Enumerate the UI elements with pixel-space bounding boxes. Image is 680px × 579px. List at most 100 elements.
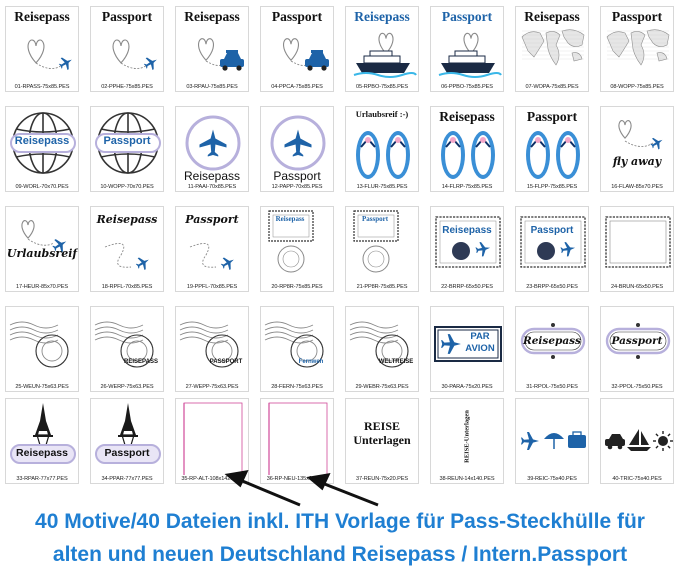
stamp-icon — [268, 210, 314, 273]
par-avion-label — [434, 326, 502, 362]
motif-title: REISEPASS — [124, 359, 158, 365]
motif-tile[interactable]: Passport 21-PP8R-75x85.PES — [345, 206, 419, 292]
motif-title: Passport — [361, 215, 389, 223]
postmark-icon — [179, 321, 239, 368]
motif-preview — [618, 120, 663, 150]
stamp-icon — [520, 216, 586, 268]
motif-tile[interactable]: 40-TRIC-75x40.PES — [600, 398, 674, 484]
postmark-icon — [349, 321, 409, 368]
motif-filename: 24-BRUN-65x50.PES — [610, 284, 664, 290]
motif-tile[interactable]: 25-WEUN-75x63.PES — [5, 306, 79, 392]
car-icon — [305, 50, 329, 71]
motif-filename: 28-FERN-75x63.PES — [271, 384, 323, 390]
motif-preview — [356, 131, 410, 179]
motif-preview — [183, 402, 243, 475]
motif-preview — [10, 403, 76, 464]
motif-preview — [185, 115, 241, 171]
motif-title: PAR AVION — [465, 331, 495, 354]
motif-title: Reisepass — [442, 225, 492, 236]
motif-filename: 21-PP8R-75x85.PES — [356, 284, 408, 290]
world-map-icon — [521, 29, 585, 66]
motif-filename: 37-REUN-75x20.PES — [355, 476, 409, 482]
motif-filename: 02-PPHE-75x85.PES — [101, 84, 153, 90]
airplane-icon — [284, 129, 312, 157]
motif-filename: 03-RPAU-75x85.PES — [186, 84, 238, 90]
airplane-icon — [52, 239, 67, 253]
motif-title: Passport — [185, 213, 239, 226]
motif-filename: 12-PAPP-70x85.PES — [271, 184, 323, 190]
motif-title: Reisepass — [184, 9, 240, 24]
motif-tile[interactable]: 24-BRUN-65x50.PES — [600, 206, 674, 292]
motif-preview — [441, 131, 495, 179]
motif-preview — [198, 38, 244, 71]
airplane-icon — [521, 432, 539, 450]
footer-line-1: 40 Motive/40 Dateien inkl. ITH Vorlage f… — [35, 510, 645, 533]
motif-tile[interactable]: Reisepass 03-RPAU-75x85.PES — [175, 6, 249, 92]
world-map-icon — [606, 29, 670, 66]
motif-title: fly away — [612, 155, 662, 168]
motif-tile[interactable]: 39-REIC-75x40.PES — [515, 398, 589, 484]
motif-filename: 38-REUN-14x140.PES — [439, 476, 495, 482]
motif-tile[interactable]: Urlaubsreif :-)13-FLUR-75x85.PES — [345, 106, 419, 192]
motif-filename: 13-FLUR-75x85.PES — [356, 184, 408, 190]
motif-tile[interactable]: 35-RP-ALT-108x142.PES — [175, 398, 249, 484]
airplane-icon — [58, 57, 72, 70]
motif-preview — [268, 402, 328, 475]
motif-title: Passport — [103, 135, 151, 147]
motif-preview — [605, 429, 673, 451]
plane-badge — [270, 115, 326, 171]
ornament-frame — [520, 323, 586, 359]
motif-filename: 25-WEUN-75x63.PES — [15, 384, 69, 390]
motif-title: Passport — [271, 9, 323, 24]
motif-filename: 11-PAAI-70x85.PES — [187, 184, 237, 190]
footer-caption: 40 Motive/40 Dateien inkl. ITH Vorlage f… — [0, 505, 680, 571]
motif-preview — [95, 403, 161, 464]
motif-filename: 23-BRPP-65x50.PES — [526, 284, 578, 290]
motif-title: Reisepass — [14, 9, 70, 24]
motif-preview — [95, 112, 161, 174]
motif-tile[interactable]: 36-RP-NEU-135x98.PES — [260, 398, 334, 484]
motif-filename: 06-PPBO-75x85.PES — [441, 84, 493, 90]
motif-preview — [526, 131, 580, 179]
motif-preview — [349, 321, 409, 368]
motif-preview — [283, 38, 329, 71]
airplane-icon — [199, 129, 227, 157]
flip-flops-icon — [356, 131, 410, 179]
motif-preview — [10, 112, 76, 174]
motif-preview — [521, 431, 586, 450]
motif-preview — [179, 321, 239, 368]
sailboat-icon — [627, 429, 651, 451]
